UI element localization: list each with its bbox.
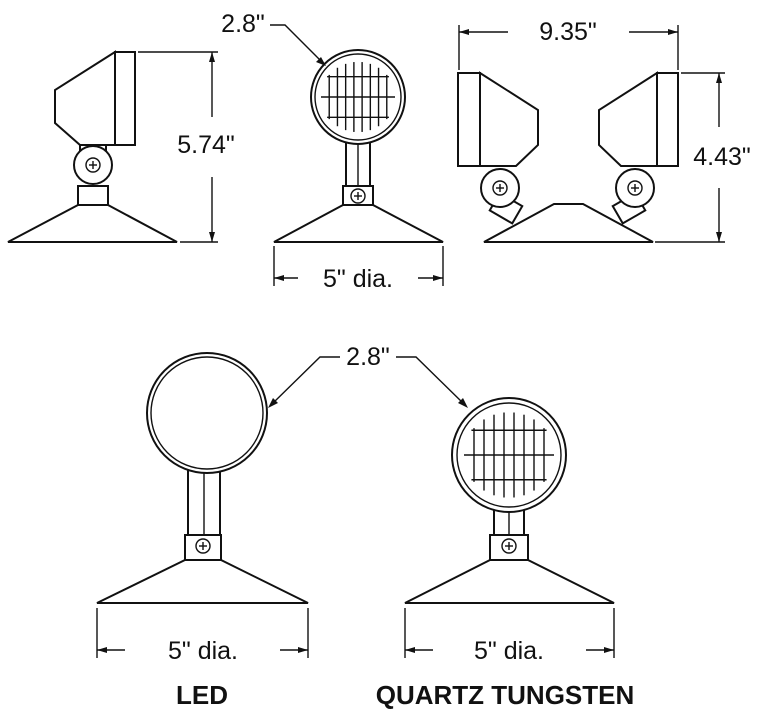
lens-grid (464, 412, 554, 498)
side-view-fixture (7, 50, 178, 243)
twin-head-fixture (457, 71, 679, 243)
top-base-label: 5" dia. (323, 265, 393, 293)
led-caption: LED (176, 680, 228, 710)
bottom-lens-label: 2.8" (346, 343, 390, 371)
twin-height-dimension: 4.43" (655, 72, 751, 243)
lens-grid (321, 62, 395, 132)
side-height-label: 5.74" (177, 131, 235, 159)
top-lens-dimension: 2.8" (221, 10, 326, 66)
top-lens-label: 2.8" (221, 10, 265, 38)
quartz-base-label: 5" dia. (474, 637, 544, 665)
front-view-quartz-top (273, 49, 444, 243)
top-base-dimension: 5" dia. (273, 246, 444, 293)
led-fixture (96, 352, 309, 604)
quartz-fixture (404, 397, 615, 604)
twin-width-label: 9.35" (539, 18, 597, 46)
bottom-lens-dimension: 2.8" (268, 343, 468, 408)
quartz-base-dimension: 5" dia. (404, 608, 615, 665)
side-height-dimension: 5.74" (138, 51, 235, 243)
led-base-dimension: 5" dia. (96, 608, 309, 665)
led-base-label: 5" dia. (168, 637, 238, 665)
twin-width-dimension: 9.35" (458, 18, 679, 70)
quartz-caption: QUARTZ TUNGSTEN (376, 680, 635, 710)
twin-height-label: 4.43" (693, 143, 751, 171)
